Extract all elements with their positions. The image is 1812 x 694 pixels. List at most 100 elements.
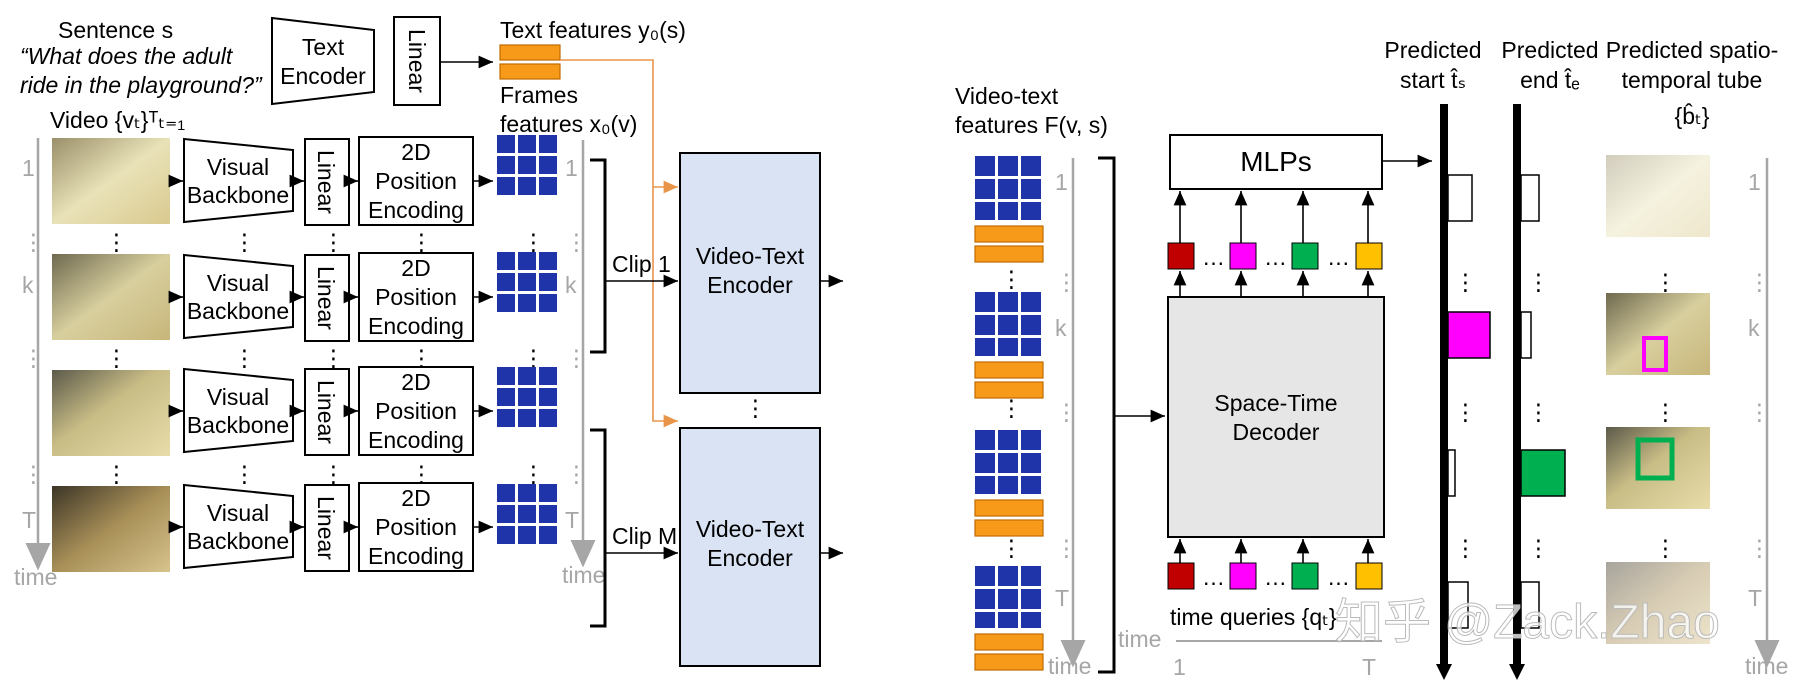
- row-1-index: 1: [22, 155, 35, 181]
- linear-T: [304, 484, 350, 572]
- end-dots-1: ⋮: [1527, 269, 1550, 295]
- start-bar-1: [1447, 174, 1473, 222]
- pos-enc-1-l3: Encoding: [368, 197, 464, 223]
- vt-time-label: time: [1048, 653, 1091, 679]
- visual-backbone-k-l2: Backbone: [187, 298, 289, 324]
- text-to-encoderM-arrow: [652, 187, 678, 428]
- tube-frame-T: [1606, 562, 1710, 644]
- vt-row-1-index: 1: [1055, 169, 1068, 195]
- video-frame-3: [52, 370, 170, 456]
- in-query-magenta: [1229, 562, 1257, 590]
- queries-tick-start: 1: [1173, 654, 1186, 680]
- end-bar-T: [1520, 581, 1540, 629]
- vt-dots-axis-1: ⋮: [1055, 269, 1078, 295]
- start-dots-2: ⋮: [1454, 399, 1477, 425]
- clip-M-label: Clip M: [612, 523, 677, 549]
- visual-backbone-T-l2: Backbone: [187, 528, 289, 554]
- text-encoder-block: [271, 16, 375, 106]
- dots-linear-3: ⋮: [322, 461, 345, 487]
- video-text-encoder-M: [679, 427, 821, 667]
- video-text-features-label-2: features F(v, s): [955, 112, 1108, 138]
- dots-left-1: ⋮: [22, 229, 45, 255]
- start-bar-k: [1447, 311, 1491, 359]
- in-query-red: [1167, 562, 1195, 590]
- position-encoding-T: [358, 482, 474, 572]
- pos-enc-T-l1: 2D: [401, 485, 430, 511]
- queries-time-label: time: [1118, 626, 1161, 652]
- end-dots-3: ⋮: [1527, 535, 1550, 561]
- frames-features-label-1: Frames: [500, 82, 578, 108]
- pos-enc-1-l2: Position: [375, 168, 457, 194]
- out-ellipsis-2: …: [1264, 244, 1287, 270]
- sentence-text-line2: ride in the playground?”: [20, 72, 263, 98]
- tube-axis-dots-3: ⋮: [1748, 535, 1771, 561]
- pred-start-axis-head: [1436, 664, 1452, 680]
- dots-posenc-1: ⋮: [410, 229, 433, 255]
- pred-tube-label-2: temporal tube: [1622, 67, 1763, 93]
- in-ellipsis-2: …: [1264, 564, 1287, 590]
- vt-feature-stack-3: [974, 430, 1044, 537]
- in-query-green: [1291, 562, 1319, 590]
- visual-backbone-T-l1: Visual: [207, 500, 269, 526]
- row-k-index: k: [22, 272, 34, 298]
- dots-backbone-2: ⋮: [233, 345, 256, 371]
- mlps-block: [1169, 134, 1383, 190]
- end-bar-1: [1520, 174, 1540, 222]
- tube-dots-3: ⋮: [1654, 535, 1677, 561]
- vt-dots-axis-2: ⋮: [1055, 399, 1078, 425]
- row-T-index: T: [22, 507, 36, 533]
- out-ellipsis-3: …: [1327, 244, 1350, 270]
- linear-k: [304, 254, 350, 342]
- dots-backbone-3: ⋮: [233, 461, 256, 487]
- text-feature-token-1: [499, 44, 561, 61]
- vt-dots-2: ⋮: [1000, 395, 1023, 421]
- dots-linear-1: ⋮: [322, 229, 345, 255]
- clip-1-bracket: [590, 158, 607, 354]
- tube-time-label: time: [1745, 653, 1788, 679]
- tube-box-magenta: [1642, 336, 1668, 372]
- frames-features-label-2: features x₀(v): [500, 111, 637, 137]
- video-text-encoder-1: [679, 152, 821, 394]
- text-encoder-label-1: Text: [302, 34, 345, 60]
- dots-frames-1: ⋮: [105, 229, 128, 255]
- text-encoder-label-2: Encoder: [280, 63, 366, 89]
- visual-backbone-1: [183, 137, 294, 224]
- sentence-text-line1: “What does the adult: [20, 43, 234, 69]
- text-linear-block: [393, 16, 441, 106]
- visual-backbone-1-l2: Backbone: [187, 182, 289, 208]
- clip-M-bracket: [590, 428, 607, 628]
- frame-feature-grid-1: [497, 135, 557, 195]
- tube-box-green: [1635, 437, 1675, 481]
- pred-end-label-2: end t̂ₑ: [1520, 67, 1580, 93]
- tube-dots-2: ⋮: [1654, 399, 1677, 425]
- dots-left-2: ⋮: [22, 345, 45, 371]
- vt-feature-stack-1: [974, 156, 1044, 263]
- vt-feature-stack-T: [974, 566, 1044, 671]
- vt-encoder-1-l2: Encoder: [707, 272, 793, 298]
- dots-linear-2: ⋮: [322, 345, 345, 371]
- visual-backbone-3-l1: Visual: [207, 384, 269, 410]
- pos-enc-3-l3: Encoding: [368, 427, 464, 453]
- out-query-green: [1291, 242, 1319, 270]
- features-row-1-index: 1: [565, 155, 578, 181]
- dots-features-2: ⋮: [522, 345, 545, 371]
- linear-3-label: Linear: [313, 380, 339, 444]
- dots-frames-2: ⋮: [105, 345, 128, 371]
- text-linear-label: Linear: [404, 29, 430, 93]
- video-frame-1: [52, 138, 170, 224]
- dots-posenc-2: ⋮: [410, 345, 433, 371]
- decoder-l2: Decoder: [1233, 419, 1320, 445]
- linear-k-label: Linear: [313, 266, 339, 330]
- tube-axis-dots-2: ⋮: [1748, 399, 1771, 425]
- watermark-text: 知乎 @Zack.Zhao: [1335, 596, 1720, 649]
- in-ellipsis-1: …: [1202, 564, 1225, 590]
- visual-backbone-1-l1: Visual: [207, 154, 269, 180]
- features-dots-1: ⋮: [565, 229, 588, 255]
- clip-1-label: Clip 1: [612, 251, 671, 277]
- out-ellipsis-1: …: [1202, 244, 1225, 270]
- pos-enc-T-l3: Encoding: [368, 543, 464, 569]
- tube-row-T-index: T: [1748, 585, 1762, 611]
- pos-enc-1-l1: 2D: [401, 139, 430, 165]
